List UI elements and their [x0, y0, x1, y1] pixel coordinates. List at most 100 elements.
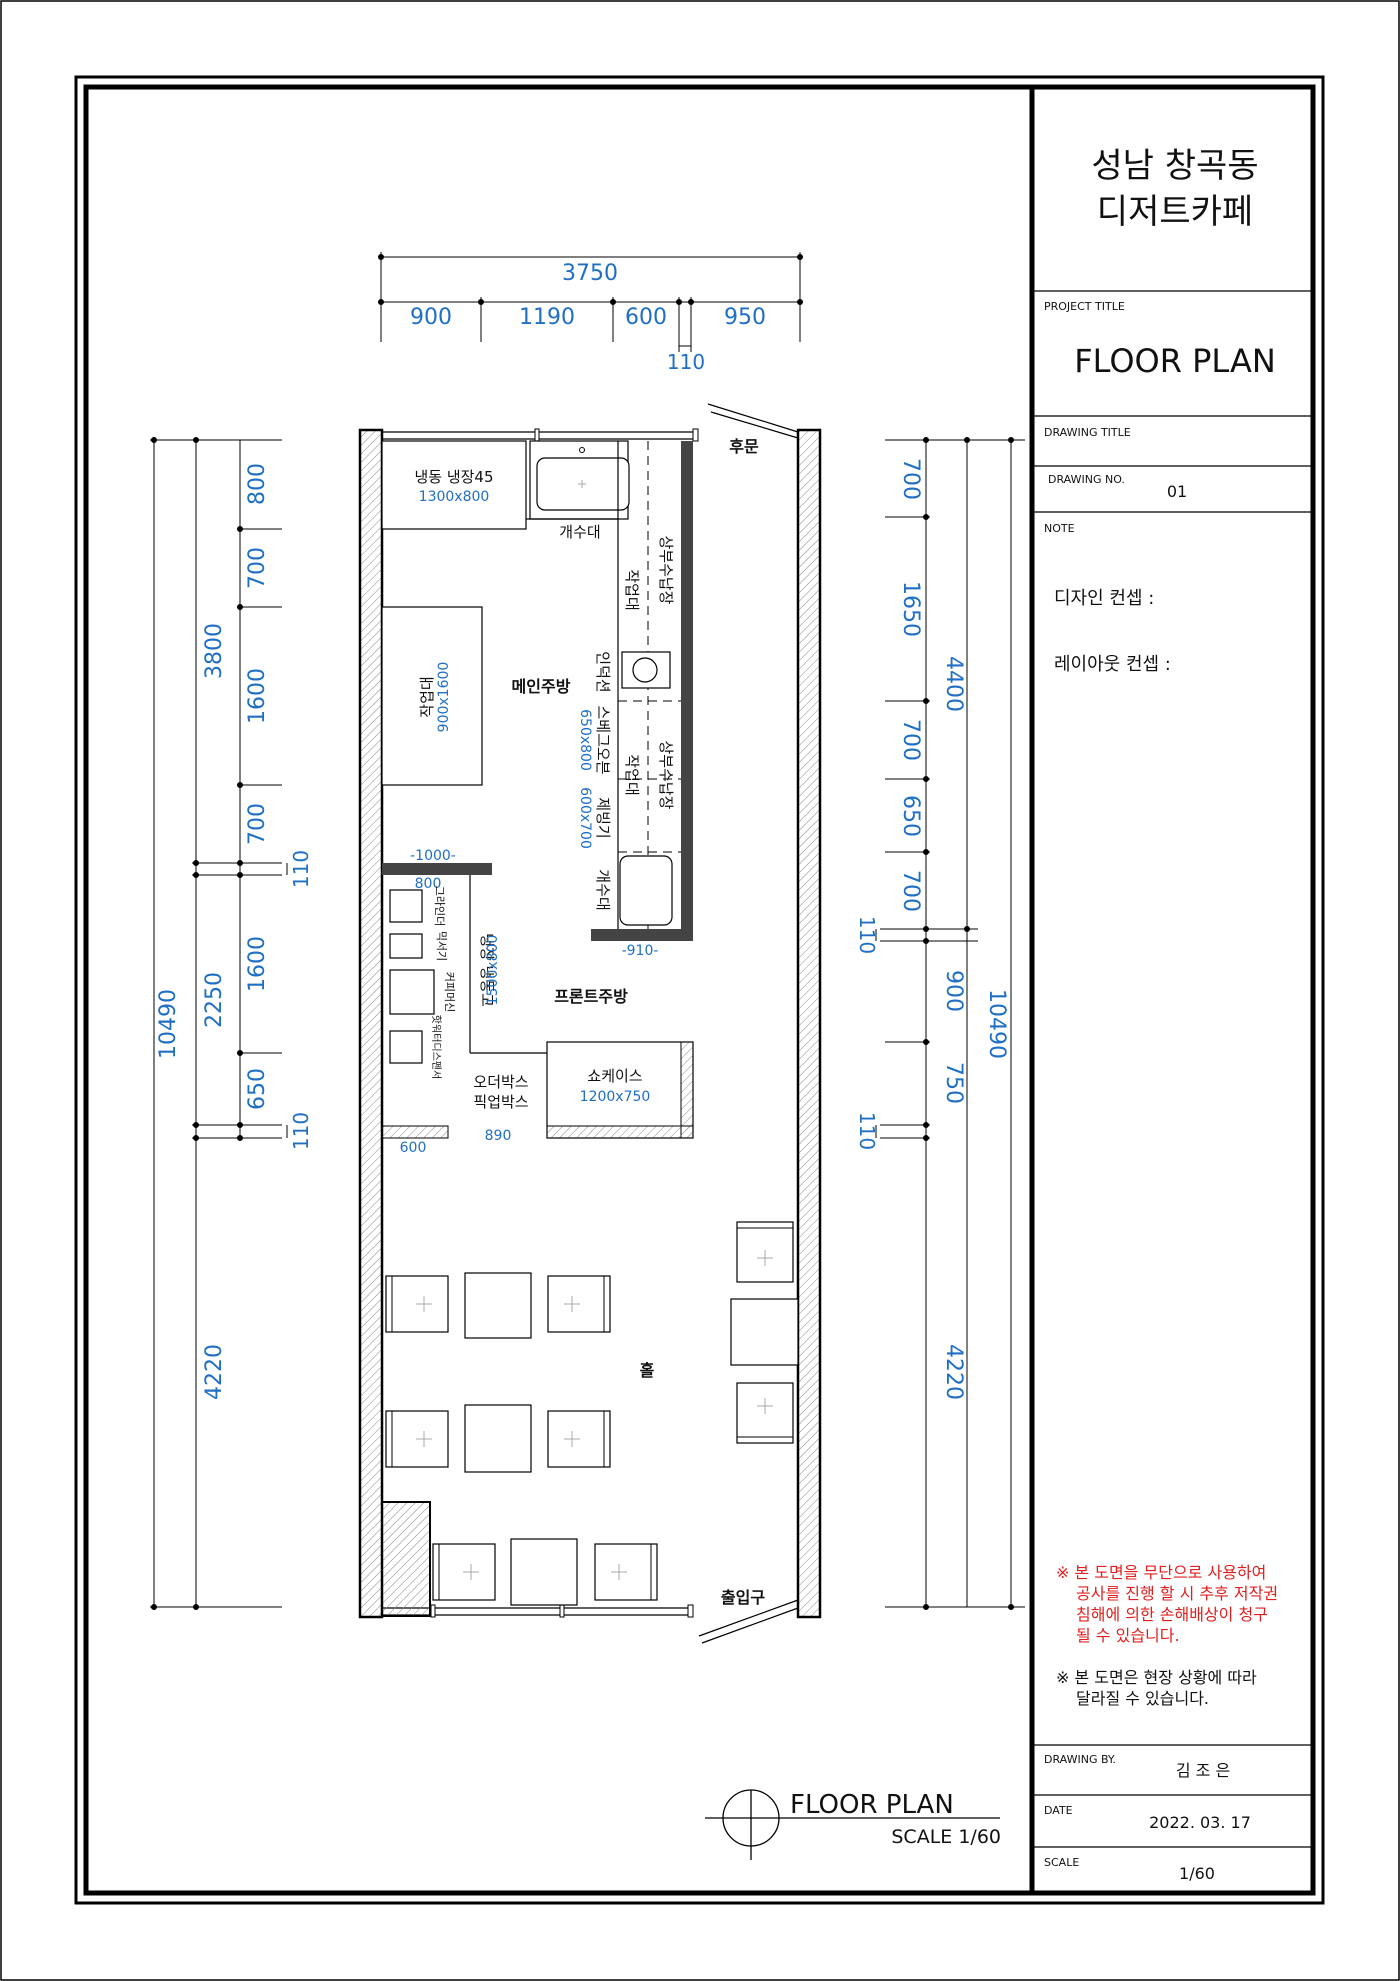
layout-concept-label: 레이아웃 컨셉 :	[1054, 654, 1171, 675]
back-door-leaf	[707, 403, 799, 433]
label-pickup-box: 픽업박스	[473, 1093, 528, 1111]
mixer	[389, 933, 423, 959]
left-wall	[358, 428, 384, 1619]
drawing-no-caption: DRAWING NO.	[1048, 473, 1125, 486]
fixture-labels: 냉동 냉장45 1300x800 개수대 작업대 900x1600 상부수납장 …	[400, 468, 675, 1156]
design-concept-label: 디자인 컨셉 :	[1054, 588, 1154, 609]
dim-right-700b: 700	[898, 719, 923, 761]
dim-left-2250: 2250	[202, 972, 227, 1028]
label-width-600: 600	[400, 1140, 427, 1156]
plan-caption-title: FLOOR PLAN	[790, 1790, 954, 1820]
dim-left-110b: 110	[289, 1112, 313, 1150]
top-dimension-labels: 3750 900 1190 600 950 110	[410, 261, 766, 374]
label-worktable-center-size: 900x1600	[436, 662, 452, 733]
project-name-line2: 디저트카페	[1097, 192, 1253, 232]
right-counter-foot	[591, 929, 693, 941]
drawing-title-caption: DRAWING TITLE	[1044, 426, 1131, 439]
dim-right-700a: 700	[898, 458, 923, 500]
main-kitchen	[381, 440, 693, 941]
dim-top-950: 950	[724, 305, 766, 330]
label-upper-cabinet-2: 상부수납장	[657, 740, 675, 809]
walls	[358, 403, 822, 1644]
left-dimension-labels: 10490 3800 2250 4220 800 700 1600 700 11…	[156, 463, 313, 1400]
label-worktable-center: 작업대	[418, 676, 436, 717]
chair-6	[594, 1543, 658, 1601]
label-worktable-right-1: 작업대	[623, 569, 641, 610]
label-order-box: 오더박스	[473, 1073, 528, 1091]
chair-5	[432, 1543, 496, 1601]
warning-line-1: ※ 본 도면을 무단으로 사용하여	[1056, 1563, 1266, 1582]
dim-left-1600a: 1600	[245, 668, 270, 724]
showcase	[546, 1041, 694, 1139]
dim-right-700c: 700	[898, 870, 923, 912]
dim-left-3800: 3800	[202, 623, 227, 679]
label-hot-water-dispenser: 핫워터디스펜서	[430, 1015, 443, 1079]
label-worktable-right-2: 작업대	[623, 754, 641, 795]
table-3	[510, 1538, 578, 1606]
dim-right-4400: 4400	[941, 656, 966, 712]
dim-right-900: 900	[941, 970, 966, 1012]
grinder	[389, 889, 423, 923]
kitchen-partition	[382, 863, 492, 875]
drawing-by-caption: DRAWING BY.	[1044, 1753, 1116, 1766]
label-back-door: 후문	[729, 437, 759, 456]
chair-7	[736, 1221, 794, 1283]
project-title: FLOOR PLAN	[1074, 342, 1276, 380]
chair-2	[547, 1275, 611, 1333]
label-freezer-fridge: 냉동 냉장45	[414, 468, 493, 486]
dim-top-110: 110	[667, 350, 705, 374]
project-name-line1: 성남 창곡동	[1091, 146, 1258, 186]
dim-right-650: 650	[898, 795, 923, 837]
label-width-1000: -1000-	[410, 848, 456, 864]
induction	[621, 651, 671, 689]
label-main-kitchen: 메인주방	[512, 677, 571, 696]
note-caption: NOTE	[1044, 522, 1075, 535]
hot-water-dispenser	[389, 1030, 423, 1064]
dim-left-700a: 700	[245, 547, 270, 589]
front-kitchen	[381, 875, 694, 1139]
center-worktable	[381, 606, 483, 786]
plan-caption: FLOOR PLAN SCALE 1/60	[705, 1789, 1001, 1860]
label-sink-top: 개수대	[559, 523, 600, 541]
chair-3	[385, 1410, 449, 1468]
dim-left-700b: 700	[245, 803, 270, 845]
label-grinder: 그라인더	[433, 886, 446, 926]
table-4	[730, 1298, 799, 1366]
title-block: 성남 창곡동 디저트카페 PROJECT TITLE FLOOR PLAN DR…	[1029, 87, 1314, 1893]
warning-line-3: 침해에 의한 손해배상이 청구	[1076, 1605, 1268, 1624]
corner-column	[381, 1501, 431, 1617]
top-dimensions	[378, 252, 803, 352]
label-upper-cabinet-1: 상부수납장	[657, 535, 675, 604]
sheet-outer-frame	[74, 75, 1325, 1905]
label-width-910: -910-	[622, 943, 659, 959]
scale: 1/60	[1179, 1864, 1215, 1883]
chair-4	[547, 1410, 611, 1468]
site-note-line-1: ※ 본 도면은 현장 상황에 따라	[1056, 1668, 1257, 1687]
sink-bottom-basin	[619, 855, 673, 926]
scale-caption: SCALE	[1044, 1856, 1079, 1869]
entrance-door-leaf	[701, 1607, 799, 1644]
dim-right-110b: 110	[855, 1112, 879, 1150]
dim-left-1600b: 1600	[245, 936, 270, 992]
dim-top-600: 600	[625, 305, 667, 330]
label-ice-machine: 제빙기	[594, 797, 612, 838]
label-induction: 인덕션	[594, 651, 612, 692]
site-note-line-2: 달라질 수 있습니다.	[1076, 1689, 1209, 1708]
dim-left-total: 10490	[156, 989, 181, 1059]
drawing-no: 01	[1167, 482, 1187, 501]
right-dimensions	[875, 437, 1025, 1610]
label-sink-bottom: 개수대	[594, 869, 612, 910]
front-counter	[381, 1125, 449, 1139]
date: 2022. 03. 17	[1149, 1813, 1251, 1832]
label-mixer: 믹서기	[435, 931, 448, 961]
copyright-warning-note: ※ 본 도면을 무단으로 사용하여 공사를 진행 할 시 추후 저작권 침해에 …	[1056, 1563, 1278, 1645]
warning-line-2: 공사를 진행 할 시 추후 저작권	[1076, 1584, 1278, 1603]
table-1	[464, 1272, 532, 1339]
label-hall: 홀	[640, 1361, 655, 1380]
site-condition-note: ※ 본 도면은 현장 상황에 따라 달라질 수 있습니다.	[1056, 1668, 1257, 1708]
project-title-caption: PROJECT TITLE	[1044, 300, 1125, 313]
right-wall	[796, 428, 822, 1619]
label-width-800: 800	[415, 876, 442, 892]
